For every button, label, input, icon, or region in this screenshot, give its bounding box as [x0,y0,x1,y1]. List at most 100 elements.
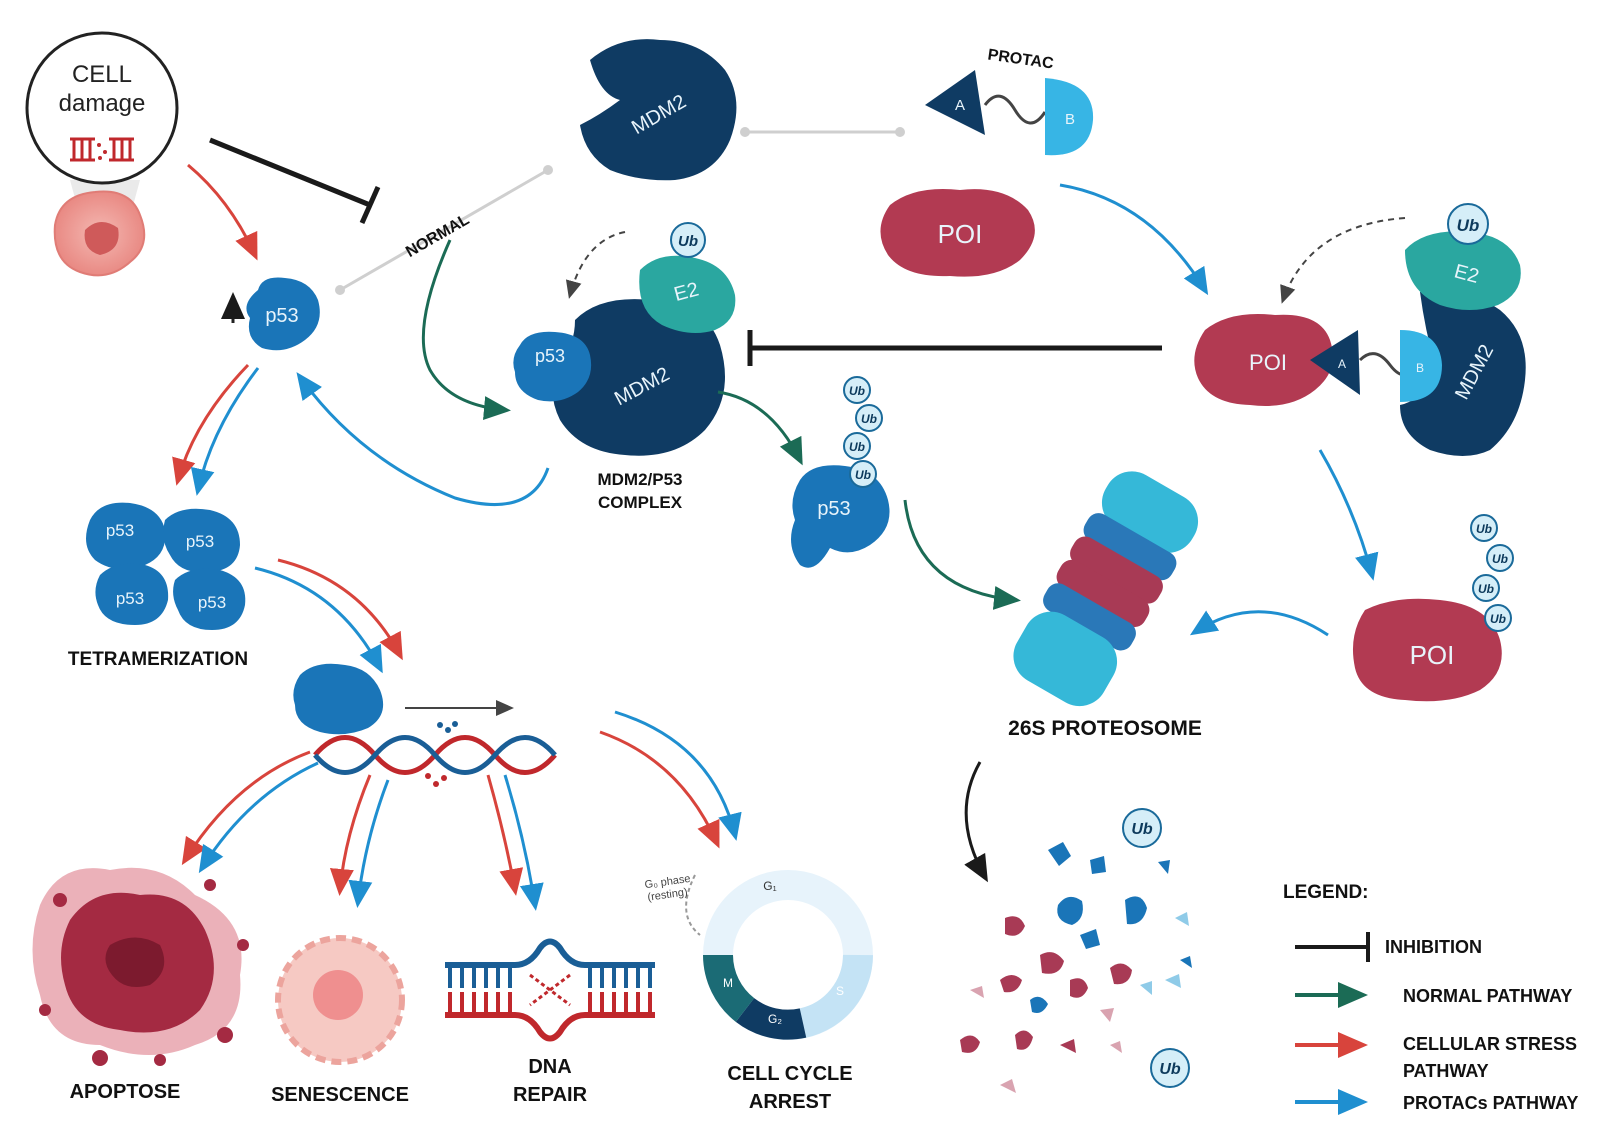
ternary-a-label: A [1338,357,1346,371]
legend-label-stress-line1: CELLULAR STRESS [1403,1034,1577,1054]
complex-p53-shape [513,331,592,402]
p53-monomer: p53 [221,277,320,351]
dna-strand-blue [313,735,557,775]
ternary-poi-shape [1194,314,1333,406]
proteosome-label: 26S PROTEOSOME [1008,717,1202,740]
cell-damage-line2: damage [59,90,146,117]
complex-mdm2-shape [552,299,725,456]
cell-nucleus-icon [84,221,119,255]
legend-label-inhibition: INHIBITION [1385,937,1482,957]
normal-arrow-to-complex [421,239,511,421]
ub-chain-icon-1 [843,376,871,404]
cell-damage-line1: CELL [72,61,132,88]
protac-ligand-b [1045,78,1094,156]
protac-molecule: PROTAC A B [925,47,1094,156]
bound-tetramer [293,663,384,735]
stress-arrow-to-p53 [187,163,258,261]
legend-item-stress: CELLULAR STRESS PATHWAY [1295,1032,1577,1081]
broken-dna-icon [70,134,134,166]
magnifier-circle [25,31,179,185]
ub-poi-chain-label-2: Ub [1492,552,1508,566]
tetramerization-label: TETRAMERIZATION [68,649,248,670]
cell-cycle-label-line1: CELL CYCLE [727,1063,852,1085]
cell-cycle-icon: G₁ S G₂ M G₀ phase (resting) [644,870,873,1040]
free-ub-label-1: Ub [1131,821,1153,838]
legend-item-protac: PROTACs PATHWAY [1295,1089,1578,1115]
normal-interaction-line: NORMAL [335,165,553,295]
ub-poi-chain-icon-4 [1484,604,1512,632]
degraded-fragments: Ub Ub [960,808,1192,1093]
apoptose-cell-icon [32,867,249,1066]
ub-poi-label: POI [1410,640,1455,670]
ternary-ub-icon [1447,203,1489,245]
stress-arrow-to-senescence [329,774,372,896]
stress-arrow-to-dna [277,558,403,661]
dna-repair-label-line1: DNA [528,1056,571,1078]
ternary-ub-dashed-arrow [1280,217,1406,304]
cell-cycle-label-line2: ARREST [749,1091,831,1113]
inhibition-cell-damage [209,137,381,225]
dna-repair-icon [445,938,655,1042]
mdm2-p53-complex: MDM2 E2 Ub p53 MDM2/P53 COMPLEX [513,222,736,512]
phase-s-arc [799,954,873,1038]
poi-top-shape [880,189,1035,277]
protac-ligand-a [925,70,985,135]
complex-e2-shape [639,255,736,334]
normal-arrow-to-proteosome [903,499,1021,610]
senescence-cell-icon [275,935,405,1065]
apoptose-label: APOPTOSE [70,1081,181,1103]
free-ub-icon-1 [1122,808,1162,848]
p53-tetramer: p53 p53 p53 p53 [86,502,246,630]
stress-arrow-to-apoptose [181,750,311,866]
tetramer-p53-label-2: p53 [186,532,214,551]
cell-damage-callout: CELL damage [25,31,179,277]
protac-arrow-to-apoptose [198,761,319,874]
ternary-ligand-a [1310,330,1360,395]
p53-label: p53 [265,305,298,327]
protac-b-label: B [1065,111,1075,128]
ubiquitinated-poi: POI Ub Ub Ub Ub [1352,514,1514,702]
mdm2-protac-line [740,127,905,137]
ub-chain-label-3: Ub [849,440,865,454]
legend-label-stress-line2: PATHWAY [1403,1061,1489,1081]
protac-arrow-to-dna [254,566,383,674]
complex-ub-label: Ub [678,233,698,250]
protac-a-label: A [955,97,965,114]
phase-g2-arc [735,997,807,1040]
protac-linker [983,94,1047,125]
tetramer-p53-label-4: p53 [198,593,226,612]
ternary-ligand-b [1400,330,1442,402]
proteosome-26s [1013,471,1199,707]
senescence-label: SENESCENCE [271,1084,409,1106]
proteosome-ring-2 [1070,536,1163,604]
free-ub-icon-2 [1150,1048,1190,1088]
complex-label-line2: COMPLEX [598,493,683,512]
legend-item-normal: NORMAL PATHWAY [1295,982,1572,1008]
complex-p53-label: p53 [535,346,565,366]
proteosome-ring-1 [1083,513,1177,581]
ternary-mdm2-shape [1400,291,1526,456]
ub-chain-label-1: Ub [849,384,865,398]
ternary-complex: POI A MDM2 B E2 Ub [1194,203,1526,456]
protac-arrow-to-free-p53 [296,372,550,506]
legend-label-normal: NORMAL PATHWAY [1403,986,1572,1006]
ternary-ub-label: Ub [1457,216,1480,235]
ternary-poi-label: POI [1249,350,1287,375]
legend: LEGEND: INHIBITION NORMAL PATHWAY CELLUL… [1283,882,1578,1115]
protac-arrow-to-ub-poi [1318,449,1379,581]
legend-label-protac: PROTACs PATHWAY [1403,1093,1578,1113]
ub-chain-label-2: Ub [861,412,877,426]
ub-chain-icon-4 [849,460,877,488]
tetramer-p53-label-3: p53 [116,589,144,608]
poi-top: POI [880,189,1035,277]
protac-label: PROTAC [987,47,1056,73]
protac-arrow-to-tetramer [190,367,260,496]
ub-poi-shape [1352,598,1502,702]
ubiquitinated-p53: p53 Ub Ub Ub Ub [791,376,890,568]
protac-arrow-to-proteosome [1189,610,1329,637]
ub-poi-chain-icon-3 [1472,574,1500,602]
normal-arrow-to-ubiquitination [717,390,803,466]
dna-transcription [293,663,557,787]
phase-g2-label: G₂ [768,1012,782,1026]
